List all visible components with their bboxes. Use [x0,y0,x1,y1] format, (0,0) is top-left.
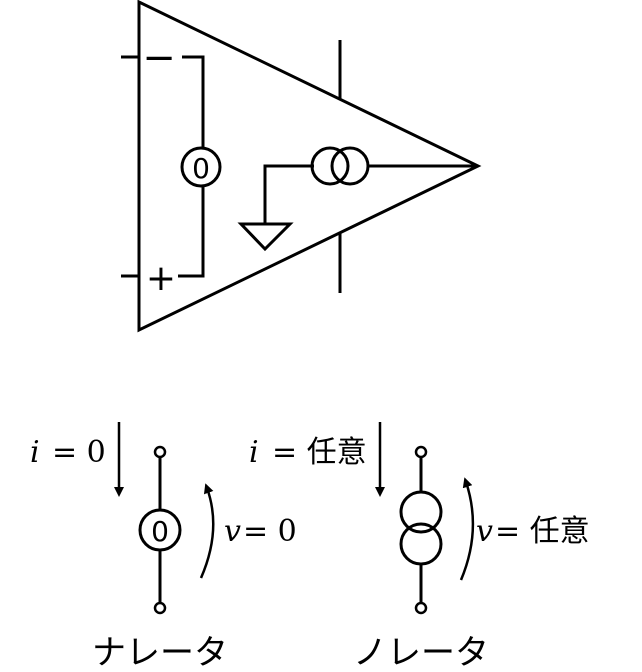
norator-voltage-arrow [459,477,475,581]
nullator-top-terminal [153,445,167,459]
noninverting-wire [178,186,205,278]
opamp-model: − + 0 [121,0,482,333]
norator-element: i = 任意 v = 任意 ノレータ [249,422,590,672]
norator-top-terminal [414,445,428,459]
nullator-caption: ナレータ [92,633,228,672]
opamp-triangle [137,0,482,333]
norator-circle-top [399,490,443,534]
nullator-voltage-var: v [224,514,241,549]
nullator-element: i = 0 0 v = 0 ナレータ [30,422,297,672]
noninverting-input-sign: + [146,258,176,299]
nullator-voltage-eq: = 0 [243,514,297,549]
norator-voltage-eq: = 任意 [495,514,590,549]
nullator-current-var: i [30,435,40,470]
norator-caption: ノレータ [353,633,489,672]
inverting-wire [182,55,205,148]
norator-current-var: i [249,435,259,470]
ground-wire [263,164,314,224]
opamp-nullator-label: 0 [192,152,210,185]
nullator-current-eq: = 0 [52,435,106,470]
ground-symbol [237,222,294,252]
norator-bottom-terminal [414,601,428,615]
nullator-symbol-label: 0 [151,515,169,548]
nullator-bottom-terminal [153,601,167,615]
opamp-norator-circle-left [310,146,350,186]
norator-voltage-var: v [476,514,493,549]
inverting-input-sign: − [142,35,176,81]
nullator-voltage-arrow [199,483,215,579]
norator-circle-bottom [399,522,443,566]
opamp-norator-circle-right [330,146,370,186]
norator-current-eq: = 任意 [272,435,367,470]
opamp-nullator-symbol [180,146,222,188]
